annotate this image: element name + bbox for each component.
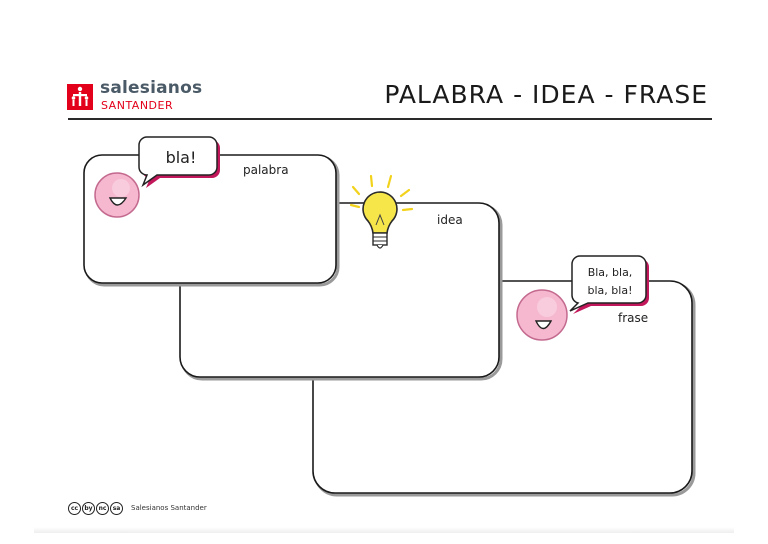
- title-divider: [68, 118, 712, 120]
- brand-name: salesianos: [100, 78, 203, 98]
- cc-license-badges: cc by nc sa: [68, 501, 123, 515]
- frase-bubble-line-1: Bla, bla,: [588, 266, 633, 279]
- footer-credit: Salesianos Santander: [131, 504, 207, 512]
- lightbulb-icon: [349, 174, 414, 249]
- non-commercial-icon: nc: [96, 501, 109, 515]
- attribution-icon: by: [82, 501, 95, 515]
- frase-label: frase: [618, 311, 648, 325]
- license-footer: cc by nc sa Salesianos Santander: [68, 500, 207, 516]
- salesianos-logo: salesianos SANTANDER: [64, 78, 224, 118]
- smiling-face-icon: [94, 172, 140, 218]
- palabra-bubble-text: bla!: [166, 148, 197, 167]
- idea-label: idea: [437, 213, 463, 227]
- brand-location: SANTANDER: [101, 99, 174, 112]
- palabra-speech-bubble: [138, 136, 220, 188]
- salesianos-logo-icon: [67, 84, 93, 110]
- frase-bubble-line-2: bla, bla!: [588, 284, 633, 297]
- smiling-face-icon: [516, 289, 568, 341]
- palabra-label: palabra: [243, 163, 289, 177]
- cc-icon: cc: [68, 501, 81, 515]
- page-bottom-edge: [34, 527, 734, 533]
- page-title: PALABRA - IDEA - FRASE: [384, 80, 708, 109]
- frase-speech-bubble: [569, 255, 649, 314]
- share-alike-icon: sa: [110, 501, 123, 515]
